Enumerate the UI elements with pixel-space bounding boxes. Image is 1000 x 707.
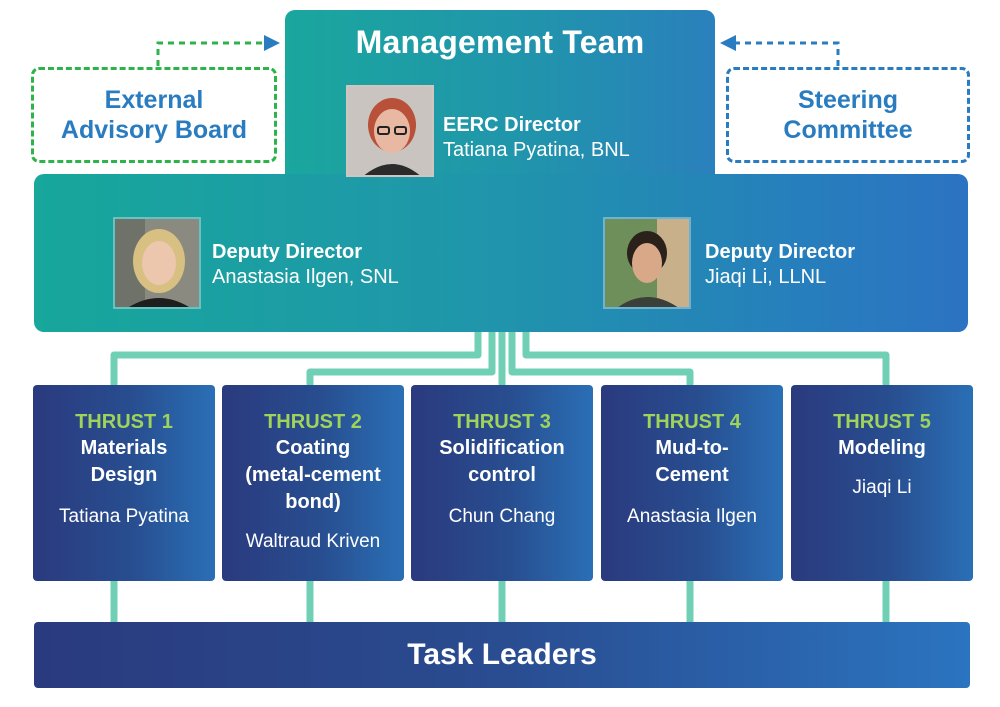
- thrust-2-label: THRUST 2: [264, 411, 362, 433]
- thrust-1-leader: Tatiana Pyatina: [59, 506, 189, 527]
- thrust-3-box: THRUST 3 Solidification control Chun Cha…: [411, 385, 593, 581]
- deputy-right-info: Deputy Director Jiaqi Li, LLNL: [705, 241, 855, 289]
- advisory-arrow-line: [156, 41, 266, 66]
- thrust-2-box: THRUST 2 Coating (metal-cement bond) Wal…: [222, 385, 404, 581]
- deputy-left-name: Anastasia Ilgen, SNL: [212, 266, 399, 288]
- director-info: EERC Director Tatiana Pyatina, BNL: [443, 114, 630, 162]
- person-portrait-icon: [605, 219, 689, 307]
- connector-thrust-1: [110, 332, 482, 386]
- advisory-arrow-head: [264, 35, 280, 51]
- steering-committee: Steering Committee: [726, 67, 970, 163]
- thrust-4-title-line-2: Cement: [655, 464, 729, 486]
- thrust-3-label: THRUST 3: [453, 411, 551, 433]
- director-name: Tatiana Pyatina, BNL: [443, 139, 630, 161]
- thrust-4-title-line-1: Mud-to-: [655, 437, 729, 459]
- connector-thrust-4: [508, 332, 694, 386]
- thrust-5-title-line-1: Modeling: [838, 437, 926, 459]
- thrust-4-label: THRUST 4: [643, 411, 741, 433]
- advisory-line-1: External: [104, 86, 204, 114]
- deputy-left-photo: [113, 217, 201, 309]
- advisory-line-2: Advisory Board: [60, 116, 248, 144]
- deputy-right-photo: [603, 217, 691, 309]
- thrust-5-box: THRUST 5 Modeling Jiaqi Li: [791, 385, 973, 581]
- thrust-4-box: THRUST 4 Mud-to- Cement Anastasia Ilgen: [601, 385, 783, 581]
- external-advisory-board: External Advisory Board: [31, 67, 277, 163]
- task-leaders-bar: Task Leaders: [34, 622, 970, 688]
- thrust-2-title-line-2: (metal-cement: [245, 464, 381, 486]
- director-role: EERC Director: [443, 114, 581, 136]
- connector-thrust-5: [522, 332, 890, 386]
- thrust-4-leader: Anastasia Ilgen: [627, 506, 757, 527]
- director-photo: [346, 85, 434, 177]
- connector-thrust-2: [306, 332, 496, 386]
- thrust-2-leader: Waltraud Kriven: [245, 531, 381, 552]
- thrust-3-title-line-2: control: [468, 464, 536, 486]
- deputy-right-name: Jiaqi Li, LLNL: [705, 266, 827, 288]
- thrust-1-label: THRUST 1: [75, 411, 173, 433]
- thrust-3-leader: Chun Chang: [448, 506, 556, 527]
- person-portrait-icon: [348, 87, 432, 175]
- management-team-title: Management Team: [355, 24, 645, 60]
- task-leaders-label: Task Leaders: [407, 638, 597, 671]
- steering-arrow-line: [734, 41, 840, 66]
- thrust-1-title-line-1: Materials: [80, 437, 168, 459]
- person-portrait-icon: [115, 219, 199, 307]
- deputy-left-info: Deputy Director Anastasia Ilgen, SNL: [212, 241, 399, 289]
- thrust-2-title-line-3: bond): [285, 491, 341, 513]
- thrust-1-box: THRUST 1 Materials Design Tatiana Pyatin…: [33, 385, 215, 581]
- thrust-5-leader: Jiaqi Li: [852, 477, 912, 498]
- steering-arrow-head: [720, 35, 736, 51]
- thrust-1-title-line-2: Design: [90, 464, 158, 486]
- deputy-left-role: Deputy Director: [212, 241, 363, 263]
- thrust-3-title-line-1: Solidification: [439, 437, 565, 459]
- steering-line-2: Committee: [783, 116, 913, 144]
- steering-line-1: Steering: [797, 86, 899, 114]
- thrust-5-label: THRUST 5: [833, 411, 931, 433]
- thrust-2-title-line-1: Coating: [275, 437, 351, 459]
- deputy-right-role: Deputy Director: [705, 241, 856, 263]
